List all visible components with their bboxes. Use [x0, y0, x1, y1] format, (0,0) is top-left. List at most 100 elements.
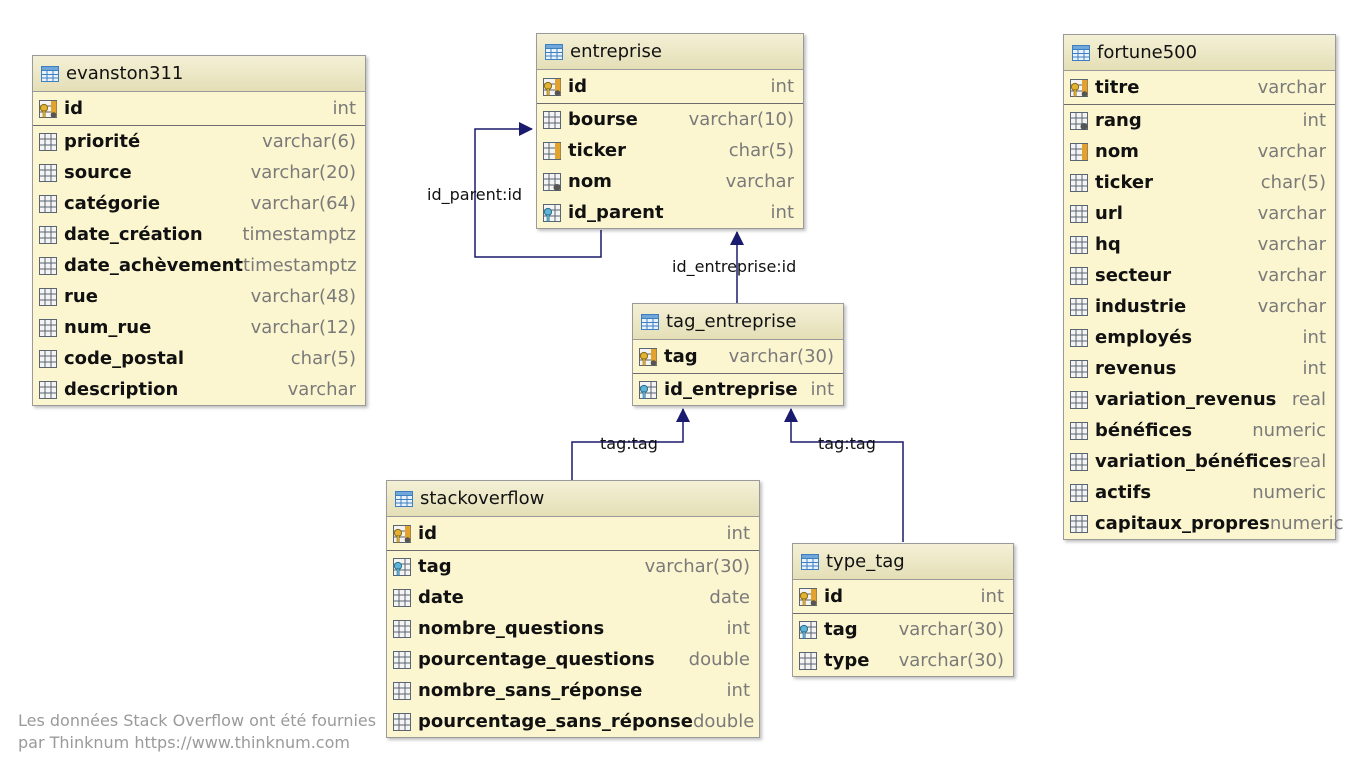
link-type-tag-tag [784, 408, 904, 542]
table-header[interactable]: evanston311 [33, 56, 365, 92]
column-icon [798, 651, 818, 671]
column-name: industrie [1095, 296, 1187, 317]
column-name: id [418, 523, 438, 544]
table-header[interactable]: fortune500 [1064, 35, 1335, 71]
column-name: date_création [64, 224, 203, 245]
column-icon [392, 588, 412, 608]
column-type: int [770, 76, 794, 97]
column-type: int [726, 680, 750, 701]
column-name: rue [64, 286, 98, 307]
column-icon [1069, 514, 1089, 534]
pk-key-icon [638, 347, 658, 367]
column-type: timestamptz [243, 255, 357, 276]
table-header[interactable]: tag_entreprise [633, 304, 843, 340]
table-header[interactable]: type_tag [793, 544, 1013, 580]
column-icon [1069, 452, 1089, 472]
column-type: int [726, 618, 750, 639]
column-type: varchar(6) [262, 131, 356, 152]
column-icon [1069, 483, 1089, 503]
column-icon [1069, 421, 1089, 441]
column-type: varchar(30) [898, 650, 1004, 671]
footnote-line-2: par Thinknum https://www.thinknum.com [18, 733, 350, 752]
column-icon [38, 132, 58, 152]
column-type: char(5) [728, 140, 794, 161]
column-type: varchar [287, 379, 356, 400]
column-icon [1069, 297, 1089, 317]
column-row[interactable]: rue varchar(48) [33, 281, 365, 312]
table-header[interactable]: entreprise [537, 34, 803, 70]
footnote-line-1: Les données Stack Overflow ont été fourn… [18, 711, 377, 730]
column-name: ticker [568, 140, 627, 161]
column-icon [38, 194, 58, 214]
column-name: source [64, 162, 132, 183]
pk-key-icon [1069, 78, 1089, 98]
column-type: numeric [1252, 420, 1326, 441]
column-type: varchar(30) [898, 619, 1004, 640]
column-type: int [1302, 327, 1326, 348]
column-name: id [64, 98, 84, 119]
column-name: date [418, 587, 464, 608]
column-type: real [1292, 451, 1327, 472]
table-icon [1071, 43, 1091, 63]
column-name: secteur [1095, 265, 1172, 286]
column-icon [1069, 359, 1089, 379]
column-icon [1069, 173, 1089, 193]
table-header[interactable]: stackoverflow [387, 481, 759, 517]
table-icon [640, 312, 660, 332]
table-name: stackoverflow [420, 488, 545, 509]
column-type: varchar(48) [250, 286, 356, 307]
column-row[interactable]: ticker char(5) [537, 135, 803, 166]
